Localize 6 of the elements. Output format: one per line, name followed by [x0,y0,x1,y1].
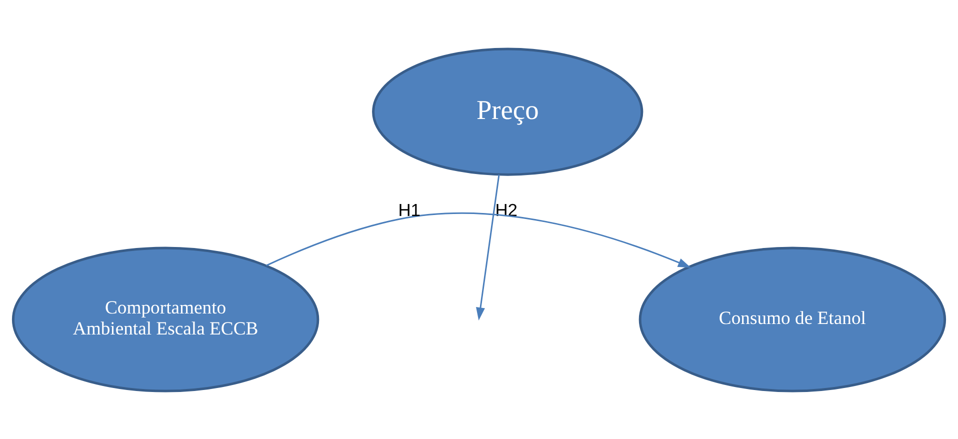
arrow [266,212,691,268]
node-ellipse: Comportamento Ambiental Escala ECCB [12,246,320,392]
node-ellipse: Preço [372,47,644,176]
edge-label: H1 [398,199,420,220]
node-ellipse: Consumo de Etanol [638,246,946,392]
arrow [476,174,500,320]
